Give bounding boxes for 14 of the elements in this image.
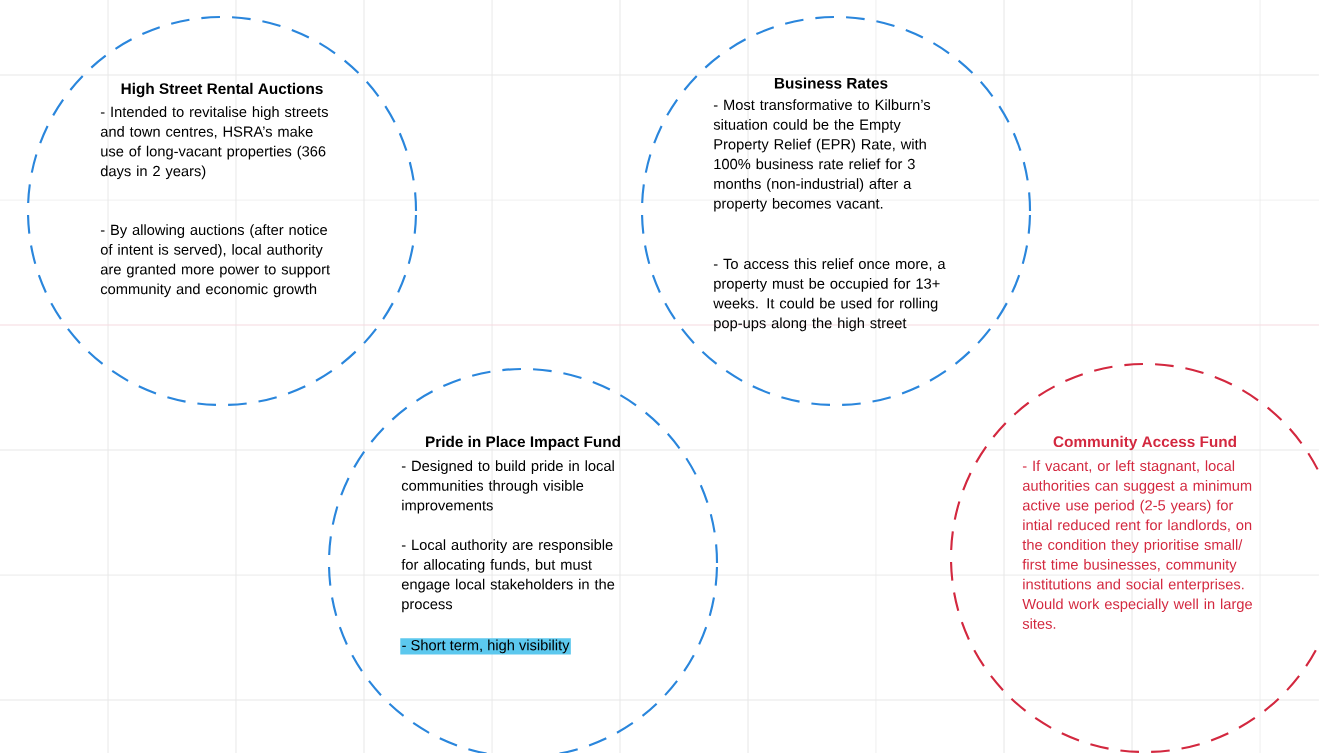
- highlighted-text: - Short term, high visibility: [400, 638, 571, 655]
- heading: Pride in Place Impact Fund: [426, 435, 620, 451]
- heading: High Street Rental Auctions: [121, 82, 323, 98]
- body-text: - Local authority are responsible for allocating funds, but must engage local stakeholders in the process: [401, 539, 615, 613]
- body-text: - Designed to build pride in local communities through visible improvements: [401, 460, 614, 514]
- body-text: - Intended to revitalise high streets and town centres, HSRA’s make use of long-vacant properties (366 days in 2 years): [100, 106, 328, 180]
- body-text: - Most transformative to Kilburn’s situation could be the Empty Property Relief (EPR) Rate, with 100% business rate relief for 3 months (non-industrial) after a property becomes vacant.: [713, 99, 931, 212]
- body-text: - If vacant, or left stagnant, local authorities can suggest a minimum active use period (2-5 years) for intial reduced rent for landlords, on the condition they prioritise small/ first time businesses, community institutions and social enterprises. Would work especially well in large sites.: [1022, 460, 1252, 629]
- dashed-circle: [640, 15, 1032, 407]
- heading: Business Rates: [774, 77, 888, 89]
- dashed-circle: [26, 15, 418, 407]
- heading: Community Access Fund: [1053, 435, 1236, 451]
- body-text: - By allowing auctions (after notice of intent is served), local authority are granted more power to support community and economic growth: [100, 224, 330, 298]
- body-text: - To access this relief once more, a property must be occupied for 13+ weeks. It could be used for rolling pop-ups along the high street: [713, 258, 946, 332]
